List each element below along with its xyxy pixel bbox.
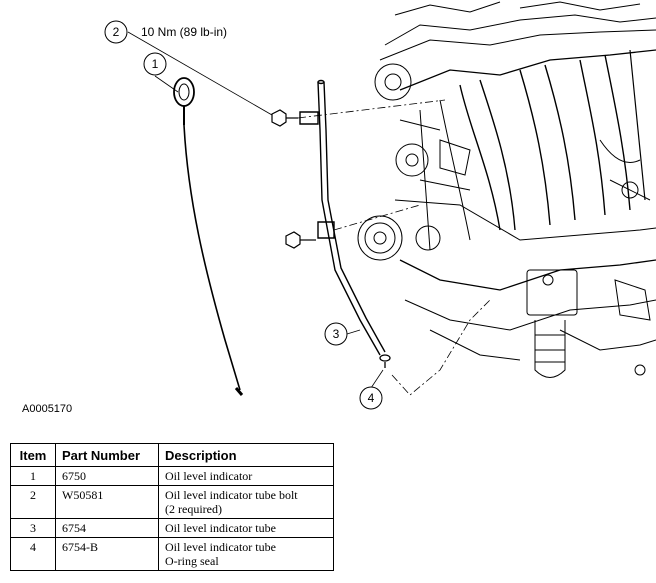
figure-id: A0005170	[22, 403, 73, 415]
callout-2-number: 2	[113, 25, 120, 39]
description-cell: Oil level indicator	[158, 466, 334, 486]
alignment-lines	[297, 99, 491, 396]
callout-3: 3	[324, 322, 348, 346]
oil-level-indicator-tube	[299, 79, 386, 356]
description-cell: Oil level indicator tube	[158, 518, 334, 538]
part-number-cell: 6750	[55, 466, 159, 486]
callout-2-torque-note: 10 Nm (89 lb-in)	[141, 25, 227, 39]
table-row: 2 W50581 Oil level indicator tube bolt (…	[10, 485, 334, 519]
item-cell: 2	[10, 485, 56, 519]
callout-1-number: 1	[152, 57, 159, 71]
part-number-cell: 6754-B	[55, 537, 159, 571]
header-part-number: Part Number	[55, 443, 159, 467]
o-ring-seal	[379, 354, 391, 368]
item-cell: 3	[10, 518, 56, 538]
oil-level-indicator	[173, 77, 244, 396]
part-number-cell: W50581	[55, 485, 159, 519]
table-row: 3 6754 Oil level indicator tube	[10, 518, 334, 538]
item-cell: 4	[10, 537, 56, 571]
header-item: Item	[10, 443, 56, 467]
description-cell: Oil level indicator tube bolt (2 require…	[158, 485, 334, 519]
callout-1: 1	[143, 52, 167, 76]
parts-table: Item Part Number Description 1 6750 Oil …	[10, 443, 334, 571]
table-row: 1 6750 Oil level indicator	[10, 466, 334, 486]
exploded-view-diagram: 1 2 10 Nm (89 lb-in) 3 4	[104, 1, 656, 410]
callout-4-number: 4	[368, 391, 375, 405]
tube-bolt-lower	[285, 231, 316, 249]
callout-2: 2 10 Nm (89 lb-in)	[104, 20, 227, 44]
callout-3-number: 3	[333, 327, 340, 341]
callout-4: 4	[359, 386, 383, 410]
parts-table-header: Item Part Number Description	[10, 443, 334, 467]
table-row: 4 6754-B Oil level indicator tube O-ring…	[10, 537, 334, 571]
description-cell: Oil level indicator tube O-ring seal	[158, 537, 334, 571]
item-cell: 1	[10, 466, 56, 486]
tube-bolt-upper	[271, 109, 298, 127]
part-number-cell: 6754	[55, 518, 159, 538]
engine-illustration	[357, 1, 656, 378]
callout-leaders	[127, 31, 384, 389]
header-description: Description	[158, 443, 334, 467]
